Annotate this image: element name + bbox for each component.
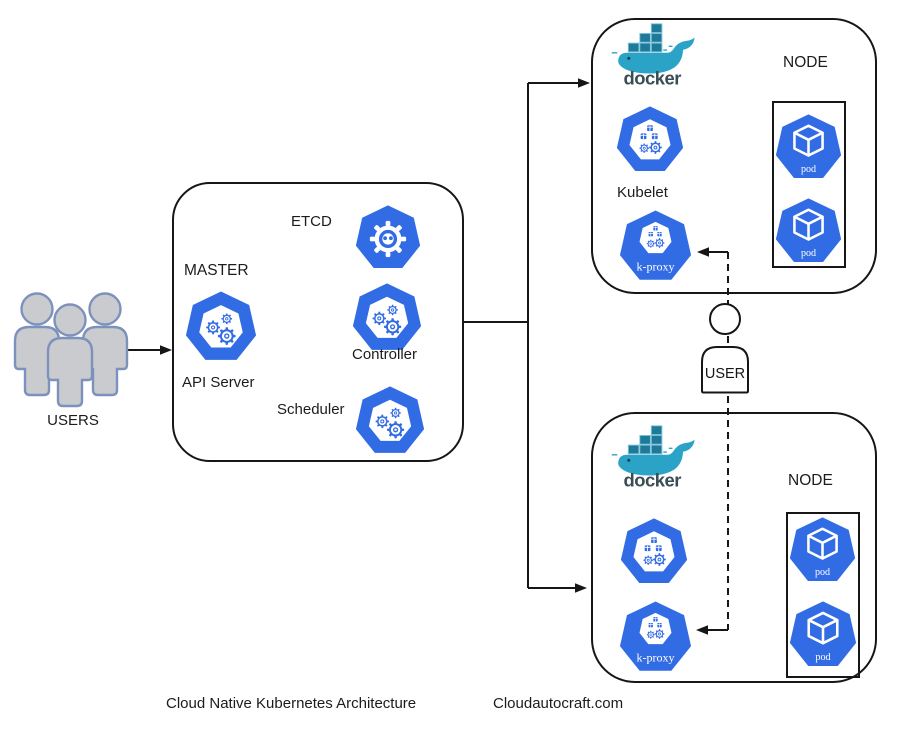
users-label: USERS — [47, 412, 99, 429]
scheduler-label: Scheduler — [277, 401, 345, 418]
user-body — [701, 346, 749, 394]
arrowheads — [160, 78, 709, 635]
arrowhead-into-kproxy-top — [697, 247, 709, 257]
pods-rect-top — [772, 101, 846, 268]
user-icon: USER — [701, 303, 749, 394]
master-box — [172, 182, 464, 462]
users-group-icon — [13, 292, 129, 408]
etcd-icon — [355, 204, 421, 270]
master-label: MASTER — [184, 262, 249, 279]
pod-icon: pod — [775, 198, 842, 262]
kproxy-label-top: k-proxy — [636, 259, 674, 273]
master-to-nodes-connector — [464, 82, 579, 589]
arrowhead-into-master — [160, 345, 172, 355]
kubelet-icon-bottom — [620, 517, 688, 585]
kproxy-icon-bottom: k-proxy — [619, 600, 692, 673]
controller-label: Controller — [352, 346, 418, 363]
docker-label-bottom: docker — [623, 470, 681, 491]
node-bottom-box — [591, 412, 877, 683]
user-head — [709, 303, 741, 335]
pod-label: pod — [815, 567, 830, 578]
docker-whale-icon — [611, 425, 696, 477]
controller-icon — [352, 282, 422, 352]
node-top-label: NODE — [783, 54, 828, 71]
kproxy-icon-top: k-proxy — [619, 209, 692, 282]
node-bottom-label: NODE — [788, 472, 833, 489]
node-top-box — [591, 18, 877, 294]
docker-logo-bottom: docker — [611, 425, 696, 491]
arrowhead-into-node-bottom — [575, 583, 587, 593]
kproxy-label-bottom: k-proxy — [636, 650, 674, 664]
brand-label: Cloudautocraft.com — [493, 695, 624, 712]
api-server-label: API Server — [182, 374, 255, 391]
docker-logo-top: docker — [611, 23, 696, 89]
pods-rect-bottom — [786, 512, 860, 678]
docker-whale-icon — [611, 23, 696, 75]
kubelet-icon-top — [616, 105, 684, 173]
pod-label: pod — [801, 248, 816, 259]
pod-icon: pod — [789, 601, 857, 666]
user-to-kproxy-arrow-lines — [707, 251, 728, 631]
pod-icon: pod — [789, 517, 856, 581]
api-server-icon — [185, 290, 257, 362]
pod-label: pod — [801, 164, 816, 175]
scheduler-icon — [355, 385, 425, 455]
kubelet-label: Kubelet — [617, 184, 668, 201]
docker-label-top: docker — [623, 68, 681, 89]
pod-icon: pod — [775, 114, 842, 178]
user-label: USER — [705, 366, 745, 382]
etcd-label: ETCD — [291, 213, 332, 230]
arrowhead-into-node-top — [578, 78, 590, 88]
diagram-title: Cloud Native Kubernetes Architecture — [166, 695, 417, 712]
pod-label: pod — [815, 652, 830, 663]
arrowhead-into-kproxy-bottom — [696, 625, 708, 635]
